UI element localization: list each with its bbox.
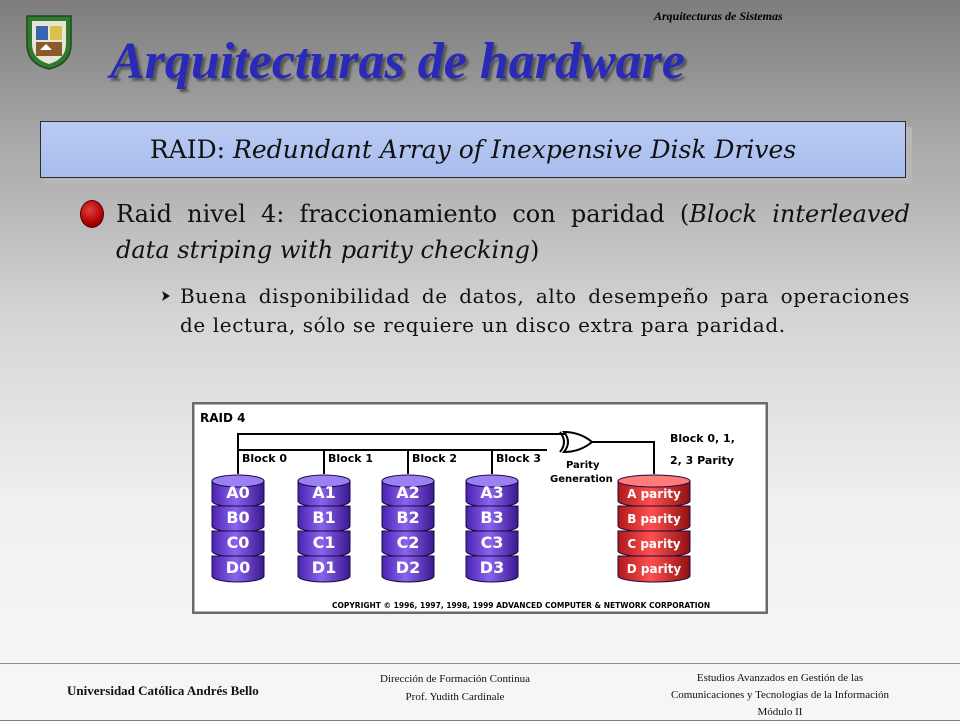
disk-label: A3 bbox=[480, 483, 504, 502]
xor-gate-icon bbox=[561, 430, 594, 454]
block-label-3: Block 3 bbox=[496, 452, 541, 465]
disk-segment bbox=[465, 555, 519, 583]
parity-disk-stack: A parity B parity C parity D parity bbox=[617, 474, 691, 583]
bullet-text: Raid nivel 4: fraccionamiento con parida… bbox=[116, 196, 910, 268]
disk-label: B parity bbox=[627, 512, 681, 526]
subtitle-italic: Redundant Array of Inexpensive Disk Driv… bbox=[233, 135, 797, 164]
diagram-frame-outer bbox=[191, 401, 769, 615]
footer-right-line1: Estudios Avanzados en Gestión de las bbox=[696, 672, 864, 684]
parity-label-line2: 2, 3 Parity bbox=[670, 454, 734, 467]
parity-generation-line2: Generation bbox=[550, 474, 613, 485]
disk-top-cap bbox=[465, 474, 519, 488]
block-label-2: Block 2 bbox=[412, 452, 457, 465]
disk-label: A1 bbox=[312, 483, 336, 502]
footer-right-line3: Módulo II bbox=[757, 706, 803, 718]
parity-generation-line1: Parity bbox=[566, 460, 600, 471]
diagram-title: RAID 4 bbox=[200, 411, 245, 425]
disk-segment bbox=[617, 555, 691, 583]
disk-label: A0 bbox=[226, 483, 250, 502]
footer-divider bbox=[0, 663, 960, 664]
disk-label: C3 bbox=[481, 533, 504, 552]
disk-label: D parity bbox=[627, 562, 682, 576]
disk-label: C parity bbox=[627, 537, 680, 551]
subtitle-prefix: RAID: bbox=[149, 135, 233, 164]
bullet-text-italic: Block interleaved data striping with par… bbox=[116, 200, 911, 264]
footer-right-line2: Comunicaciones y Tecnologías de la Infor… bbox=[670, 689, 890, 701]
disk-label: A2 bbox=[396, 483, 420, 502]
parity-connector bbox=[592, 441, 655, 474]
copyright-text: COPYRIGHT © 1996, 1997, 1998, 1999 ADVAN… bbox=[332, 601, 710, 610]
footer-right: Estudios Avanzados en Gestión de las Com… bbox=[615, 670, 945, 721]
bullet-icon bbox=[80, 200, 104, 228]
block-label-0: Block 0 bbox=[242, 452, 287, 465]
raid4-diagram-svg: RAID 4 Block 0 Block 1 Block 2 Block 3 P… bbox=[191, 401, 769, 615]
parity-label-line1: Block 0, 1, bbox=[670, 432, 735, 445]
disk-top-cap bbox=[297, 474, 351, 488]
xor-gate-input-arc bbox=[559, 431, 565, 453]
disk-label: D0 bbox=[226, 558, 250, 577]
disk-top-cap bbox=[211, 474, 265, 488]
disk-label: B1 bbox=[312, 508, 335, 527]
disk-label: C1 bbox=[313, 533, 336, 552]
disk-segment bbox=[297, 555, 351, 583]
bullet-text-normal: Raid nivel 4: fraccionamiento con parida… bbox=[116, 200, 690, 228]
bullet-text-close: ) bbox=[530, 236, 540, 264]
course-name: Arquitecturas de Sistemas bbox=[654, 9, 783, 23]
arrow-bullet-icon bbox=[160, 290, 172, 306]
block-label-1: Block 1 bbox=[328, 452, 373, 465]
disk-label: D3 bbox=[480, 558, 504, 577]
disk-label: A parity bbox=[627, 487, 681, 501]
disk-label: B2 bbox=[396, 508, 419, 527]
footer-mid-line1: Dirección de Formación Continua bbox=[380, 673, 530, 685]
footer-middle: Dirección de Formación Continua Prof. Yu… bbox=[340, 670, 570, 706]
disk-label: C2 bbox=[397, 533, 420, 552]
disk-label: D2 bbox=[396, 558, 420, 577]
disk-segment bbox=[381, 555, 435, 583]
page-title: Arquitecturas de hardware bbox=[110, 33, 685, 90]
university-logo bbox=[24, 14, 74, 70]
disk-label: C0 bbox=[227, 533, 250, 552]
disk-segment bbox=[211, 555, 265, 583]
raid4-diagram: RAID 4 Block 0 Block 1 Block 2 Block 3 P… bbox=[191, 401, 769, 615]
disk-label: B0 bbox=[226, 508, 249, 527]
disk-label: B3 bbox=[480, 508, 503, 527]
bus-line-top bbox=[237, 433, 567, 450]
footer-mid-line2: Prof. Yudith Cardinale bbox=[405, 691, 505, 703]
disk-label: D1 bbox=[312, 558, 336, 577]
subtitle-box: RAID: Redundant Array of Inexpensive Dis… bbox=[40, 121, 906, 178]
disk-top-cap bbox=[381, 474, 435, 488]
sub-bullet-text: Buena disponibilidad de datos, alto dese… bbox=[180, 284, 910, 337]
disk-top-cap bbox=[617, 474, 691, 488]
footer-university: Universidad Católica Andrés Bello bbox=[67, 683, 259, 698]
